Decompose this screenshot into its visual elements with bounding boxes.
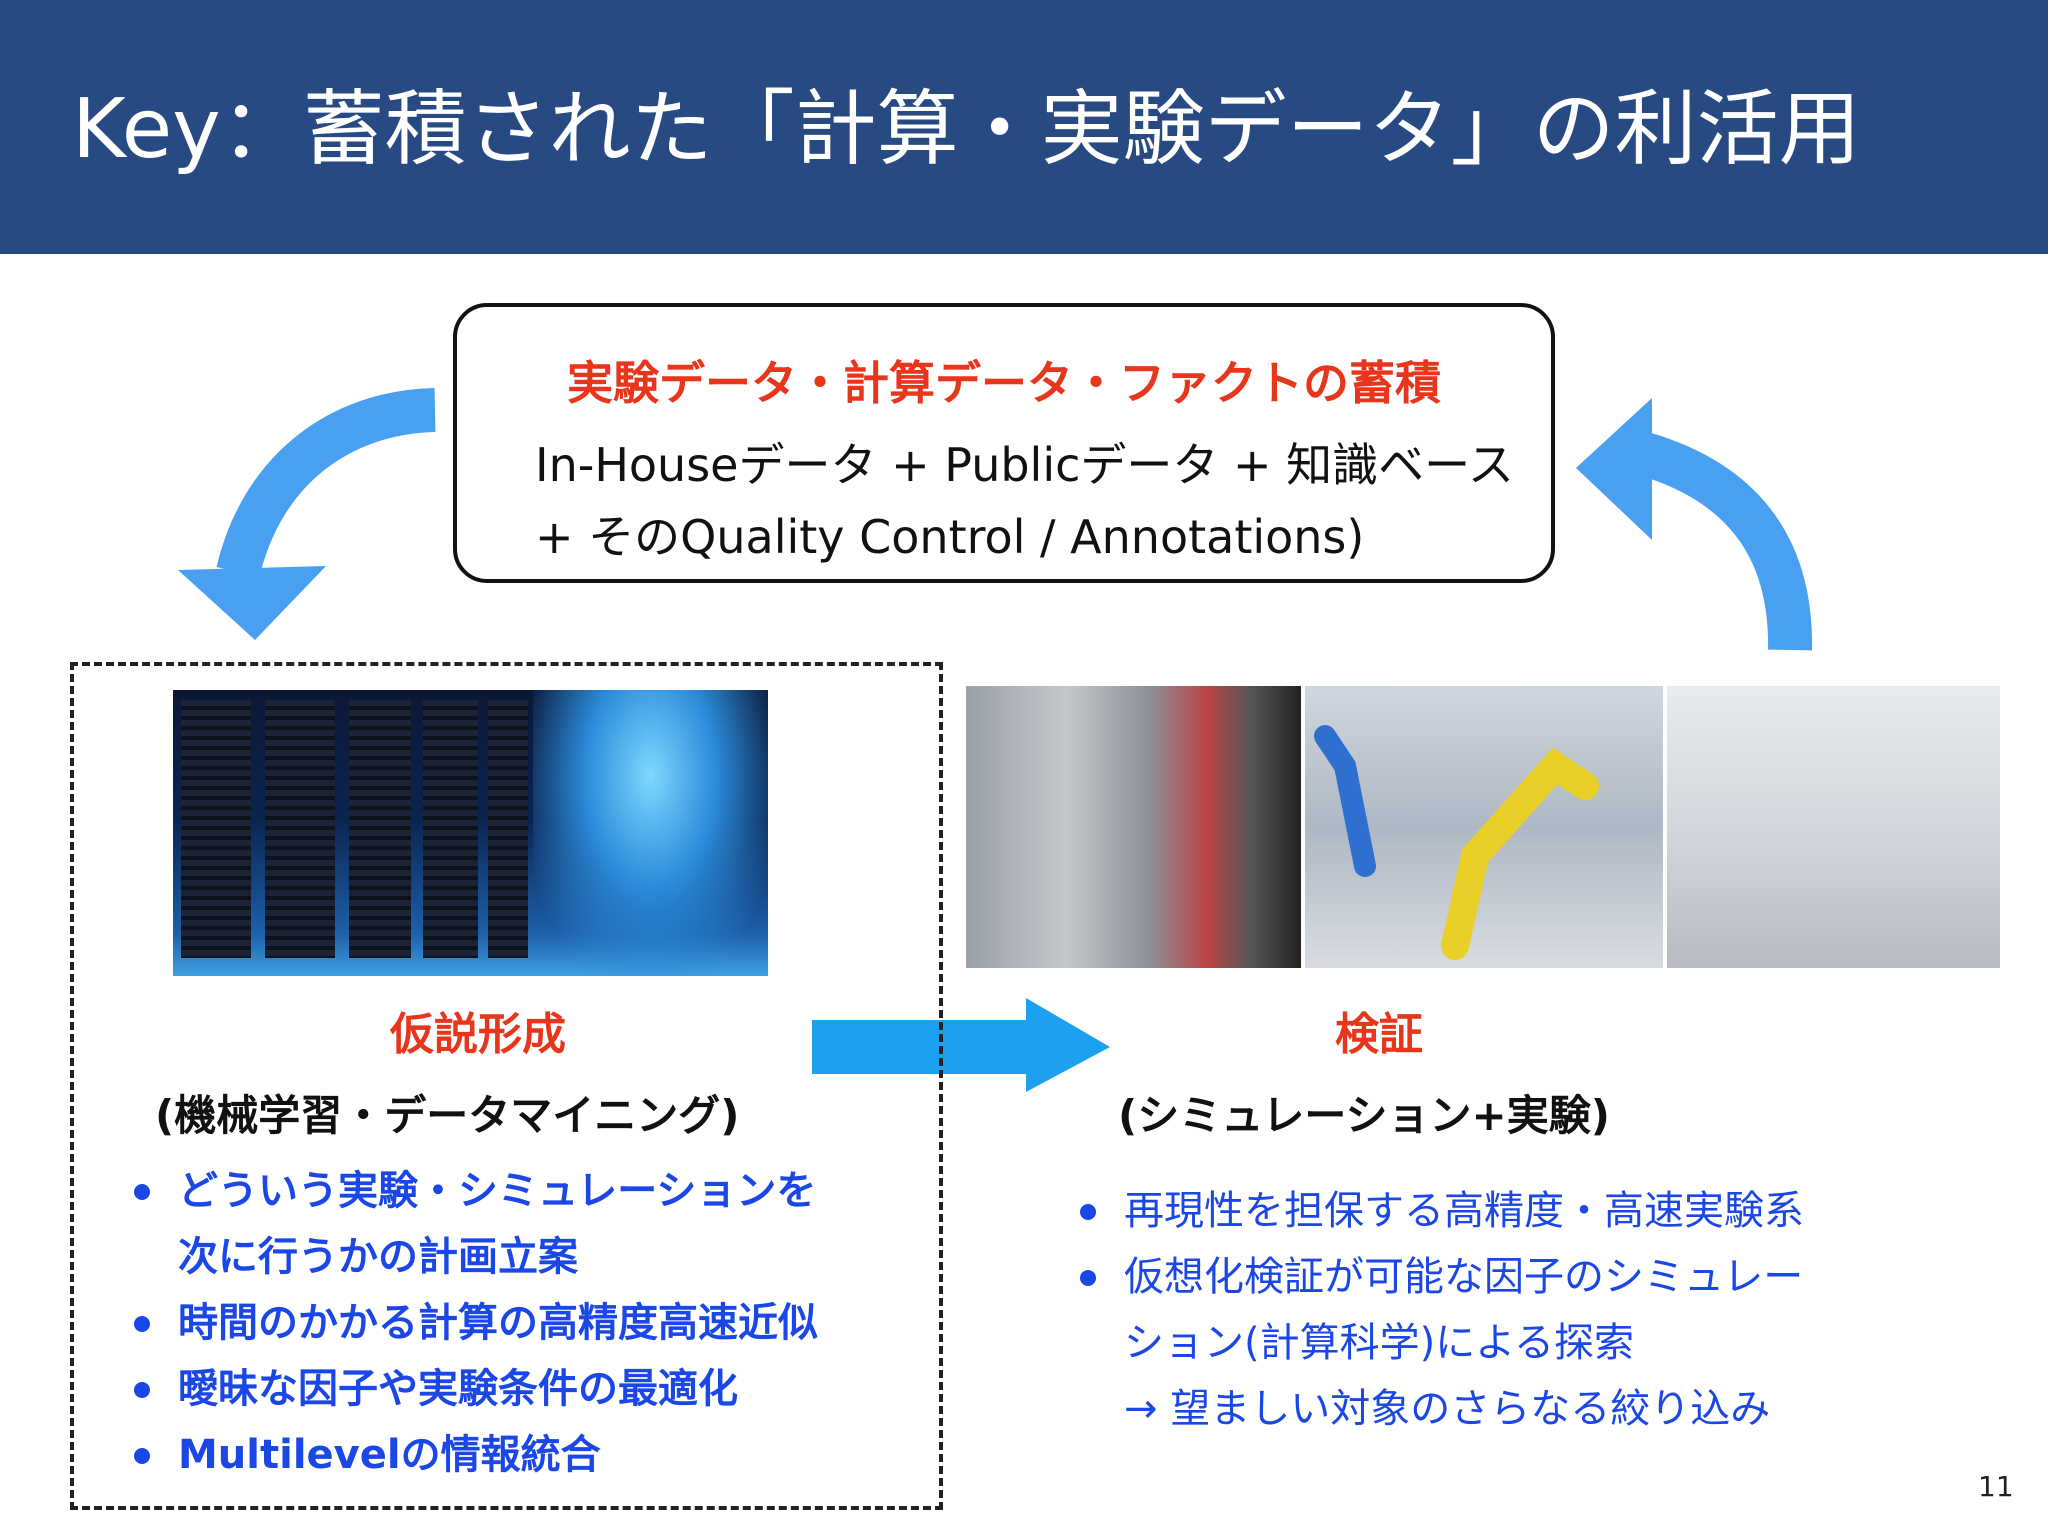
- list-item: 時間のかかる計算の高精度高速近似: [130, 1290, 818, 1356]
- list-item-continuation: 次に行うかの計画立案: [178, 1234, 578, 1280]
- list-item-continuation: ション(計算科学)による探索: [1124, 1320, 1635, 1366]
- list-item: 再現性を担保する高精度・高速実験系: [1076, 1178, 1804, 1244]
- lab-storage-photo: [966, 686, 1301, 968]
- server-room-photo: [173, 690, 768, 976]
- verification-subtitle: (シミュレーション+実験): [1118, 1091, 1610, 1140]
- hypothesis-subtitle: (機械学習・データマイニング): [155, 1091, 740, 1140]
- list-item: 仮想化検証が可能な因子のシミュレー: [1076, 1244, 1804, 1310]
- box-line-2: + そのQuality Control / Annotations): [535, 510, 1365, 564]
- list-item: Multilevelの情報統合: [130, 1422, 818, 1488]
- lab-robot-arm-photo: [1305, 686, 1663, 968]
- page-number: 11: [1978, 1470, 2014, 1503]
- list-item: どういう実験・シミュレーションを: [130, 1158, 818, 1224]
- box-heading: 実験データ・計算データ・ファクトの蓄積: [567, 356, 1441, 410]
- verification-title: 検証: [1335, 1009, 1423, 1060]
- slide-header: Key：蓄積された「計算・実験データ」の利活用: [0, 0, 2048, 254]
- verification-bullet-list: 再現性を担保する高精度・高速実験系 仮想化検証が可能な因子のシミュレー ション(…: [1076, 1178, 1804, 1442]
- curved-arrow-up-right-icon: [1576, 398, 1813, 651]
- box-line-1: In-Houseデータ + Publicデータ + 知識ベース: [535, 438, 1514, 492]
- automated-lab-photo: [1667, 686, 2000, 968]
- hypothesis-title: 仮説形成: [390, 1009, 566, 1060]
- data-accumulation-box: 実験データ・計算データ・ファクトの蓄積 In-Houseデータ + Public…: [453, 303, 1555, 583]
- list-item: 曖昧な因子や実験条件の最適化: [130, 1356, 818, 1422]
- list-item-continuation: → 望ましい対象のさらなる絞り込み: [1124, 1386, 1771, 1432]
- hypothesis-bullet-list: どういう実験・シミュレーションを 次に行うかの計画立案 時間のかかる計算の高精度…: [130, 1158, 818, 1488]
- slide-title: Key：蓄積された「計算・実験データ」の利活用: [72, 82, 1861, 177]
- right-arrow-icon: [812, 998, 1110, 1092]
- hypothesis-section-box: [70, 662, 943, 1510]
- curved-arrow-down-left-icon: [178, 388, 436, 640]
